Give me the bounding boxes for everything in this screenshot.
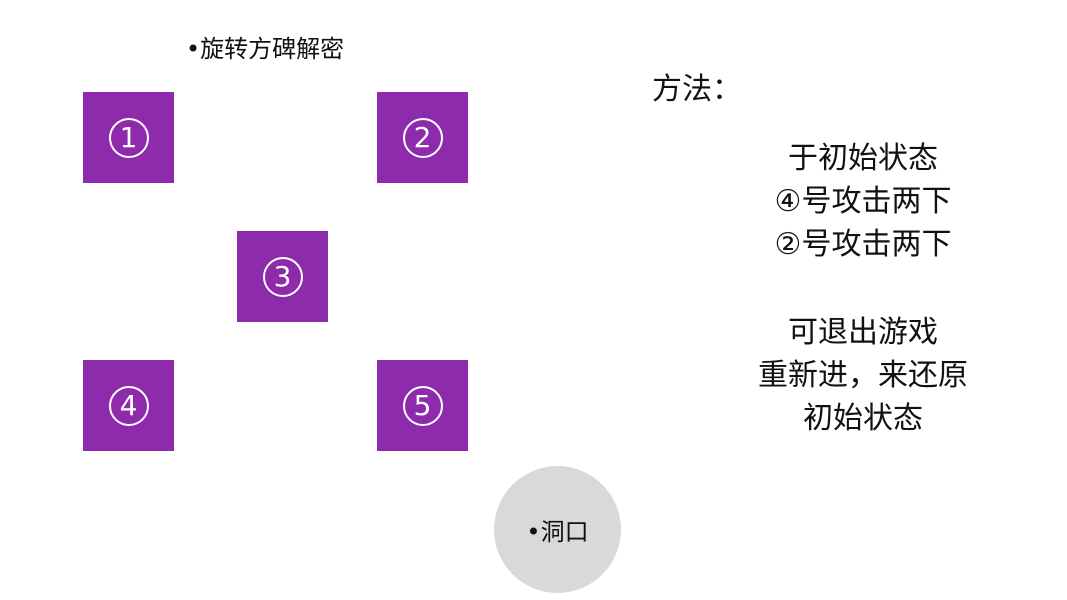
cave-label: •洞口	[526, 518, 589, 546]
method-steps: 于初始状态 ④号攻击两下 ②号攻击两下	[700, 137, 1026, 266]
monolith-3: 3	[237, 231, 328, 322]
monolith-number: 4	[108, 385, 149, 426]
reset-line: 重新进，来还原	[758, 358, 968, 393]
step-line: 于初始状态	[788, 141, 938, 176]
reset-line: 初始状态	[803, 401, 923, 436]
reset-instructions: 可退出游戏 重新进，来还原 初始状态	[700, 311, 1026, 440]
monolith-4: 4	[83, 360, 174, 451]
cave-entrance: •洞口	[494, 466, 621, 593]
reset-line: 可退出游戏	[788, 315, 938, 350]
monolith-number: 1	[108, 117, 149, 158]
monolith-number: 5	[402, 385, 443, 426]
diagram-title: •旋转方碑解密	[186, 35, 345, 63]
monolith-1: 1	[83, 92, 174, 183]
step-line: ④号攻击两下	[774, 184, 952, 219]
monolith-number: 2	[402, 117, 443, 158]
monolith-5: 5	[377, 360, 468, 451]
monolith-2: 2	[377, 92, 468, 183]
monolith-number: 3	[262, 256, 303, 297]
step-line: ②号攻击两下	[774, 227, 952, 262]
method-heading: 方法：	[652, 72, 742, 107]
